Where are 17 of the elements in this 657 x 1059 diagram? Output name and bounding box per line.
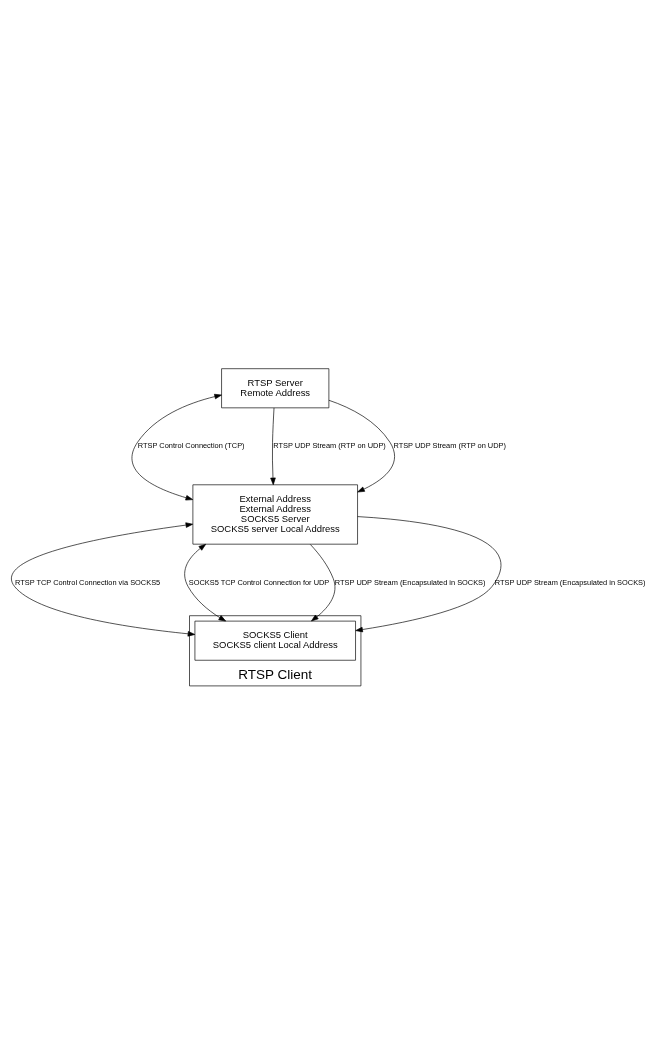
edge-label: RTSP UDP Stream (RTP on UDP) bbox=[393, 440, 506, 450]
edge-label: RTSP UDP Stream (Encapsulated in SOCKS) bbox=[494, 577, 646, 587]
arrow bbox=[328, 399, 395, 492]
edge-label: SOCKS5 TCP Control Connection for UDP bbox=[188, 577, 330, 587]
arrow bbox=[355, 515, 502, 632]
arrow bbox=[270, 407, 276, 485]
arrow bbox=[184, 543, 226, 621]
arrow bbox=[310, 543, 336, 621]
edge-label: RTSP UDP Stream (Encapsulated in SOCKS) bbox=[334, 577, 486, 587]
edge-label: RTSP UDP Stream (RTP on UDP) bbox=[273, 440, 386, 450]
edge-label: RTSP Control Connection (TCP) bbox=[137, 440, 245, 450]
node-box: External Address External Address SOCKS5 Server SOCKS5 server Local Address bbox=[192, 483, 358, 544]
node-box: RTSP Server Remote Address bbox=[221, 367, 330, 408]
edge-label: RTSP TCP Control Connection via SOCKS5 bbox=[15, 577, 161, 587]
node-box: SOCKS5 Client SOCKS5 client Local Address bbox=[194, 620, 356, 661]
arrow bbox=[11, 521, 196, 636]
arrow bbox=[131, 393, 222, 500]
